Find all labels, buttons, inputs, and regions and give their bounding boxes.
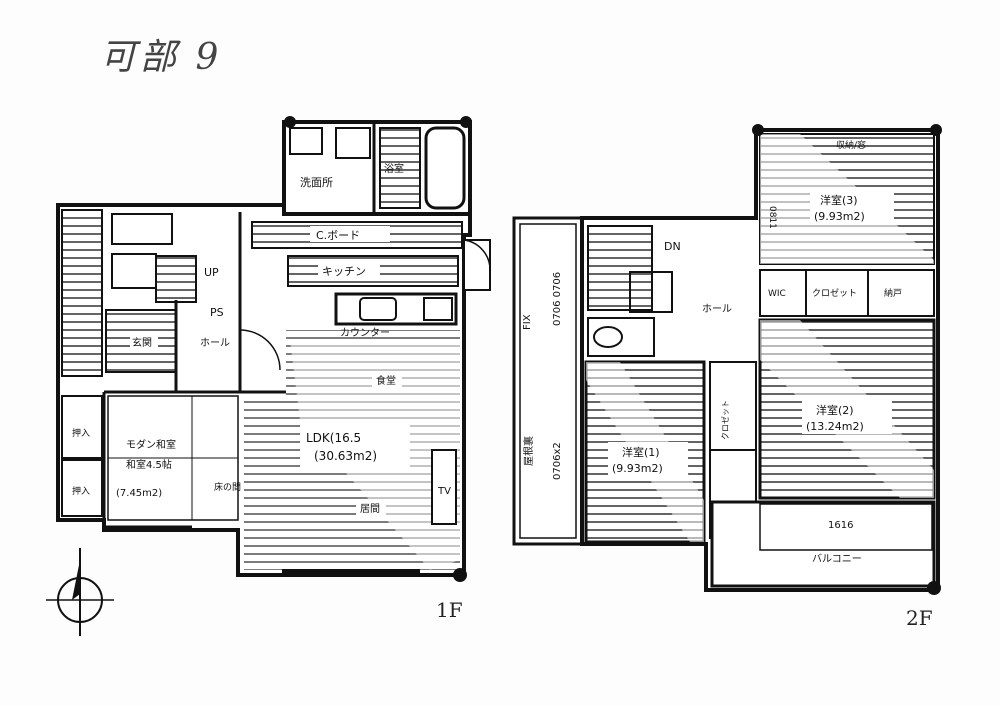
yaneura-label: 屋根裏 bbox=[522, 436, 535, 466]
nando-label: 納戸 bbox=[884, 287, 902, 299]
floor-2: FIX 0706 0706 屋根裏 0706x2 洋室(3) (9.93m2) … bbox=[512, 124, 942, 595]
stair-2f bbox=[587, 225, 653, 311]
bathroom-floor bbox=[379, 127, 421, 209]
yoshitsu3-area: (9.93m2) bbox=[814, 210, 865, 223]
handwritten-title: 可部 9 bbox=[100, 37, 223, 78]
senmen-label: 洗面所 bbox=[300, 176, 333, 189]
compass-icon bbox=[46, 548, 114, 636]
bathtub bbox=[424, 126, 466, 210]
floor1-label: 1F bbox=[436, 598, 463, 622]
oshiire-upper bbox=[61, 395, 103, 459]
yaneura-code: 0706x2 bbox=[552, 442, 563, 480]
dining-label: 食堂 bbox=[376, 374, 396, 387]
floor2-label: 2F bbox=[906, 606, 933, 630]
top-wide-window: 収納/窓 bbox=[836, 139, 866, 151]
kitchen-counter bbox=[287, 255, 459, 287]
tv-board bbox=[431, 449, 457, 525]
yoshitsu2-name: 洋室(2) bbox=[816, 403, 854, 417]
floor-1: 洗面所 浴室 C.ボード キッチン カウンター LDK(16.5 (30.63m… bbox=[56, 116, 491, 582]
closet-label-mid: クロゼット bbox=[720, 400, 730, 440]
toilet-2f bbox=[587, 317, 655, 357]
bath-label: 浴室 bbox=[384, 162, 404, 175]
yoshitsu1-name: 洋室(1) bbox=[622, 445, 660, 459]
c-board-label: C.ボード bbox=[316, 229, 360, 242]
kitchen-label: キッチン bbox=[322, 265, 366, 278]
ldk-area: (30.63m2) bbox=[314, 449, 377, 463]
closet-row bbox=[759, 269, 935, 317]
oshiire-lower bbox=[61, 459, 103, 517]
washer-space bbox=[335, 127, 371, 159]
balcony-top-label: 1616 bbox=[828, 520, 853, 531]
fix-code: 0706 0706 bbox=[552, 272, 563, 326]
ceiling-code: 0811 bbox=[767, 206, 777, 229]
ps-label: PS bbox=[210, 306, 224, 319]
hall2-label: ホール bbox=[702, 303, 732, 315]
sink-icon bbox=[359, 297, 397, 321]
washbasin bbox=[289, 127, 323, 155]
wic-label: WIC bbox=[768, 289, 786, 299]
genkan-label: 玄関 bbox=[132, 336, 152, 349]
bath-block bbox=[282, 120, 472, 216]
washitsu-jo: 和室4.5帖 bbox=[126, 458, 172, 471]
left-stair bbox=[61, 209, 103, 377]
stove-icon bbox=[423, 297, 453, 321]
stair-up bbox=[155, 255, 197, 303]
hall-label: ホール bbox=[200, 337, 230, 349]
yoshitsu1-area: (9.93m2) bbox=[612, 462, 663, 475]
yoshitsu3-name: 洋室(3) bbox=[820, 193, 858, 207]
attic-strip bbox=[512, 216, 584, 546]
ldk-name: LDK(16.5 bbox=[306, 431, 361, 445]
washitsu-area: (7.45m2) bbox=[116, 488, 162, 499]
tv-label: TV bbox=[437, 486, 451, 497]
dn-label: DN bbox=[664, 240, 681, 253]
living-label: 居間 bbox=[360, 503, 380, 515]
balcony-label: バルコニー bbox=[812, 553, 862, 565]
oshiire-lower-label: 押入 bbox=[72, 485, 90, 497]
oshiire-label: 押入 bbox=[72, 427, 90, 439]
closet-label-top: クロゼット bbox=[812, 287, 857, 299]
fix-label: FIX bbox=[522, 314, 533, 330]
storage-2f bbox=[629, 271, 673, 313]
up-label: UP bbox=[204, 266, 219, 279]
washitsu-name: モダン和室 bbox=[126, 438, 176, 451]
toilet-1f bbox=[111, 213, 173, 245]
tokonoma-label: 床の間 bbox=[214, 481, 241, 493]
yoshitsu2-area: (13.24m2) bbox=[806, 420, 864, 433]
